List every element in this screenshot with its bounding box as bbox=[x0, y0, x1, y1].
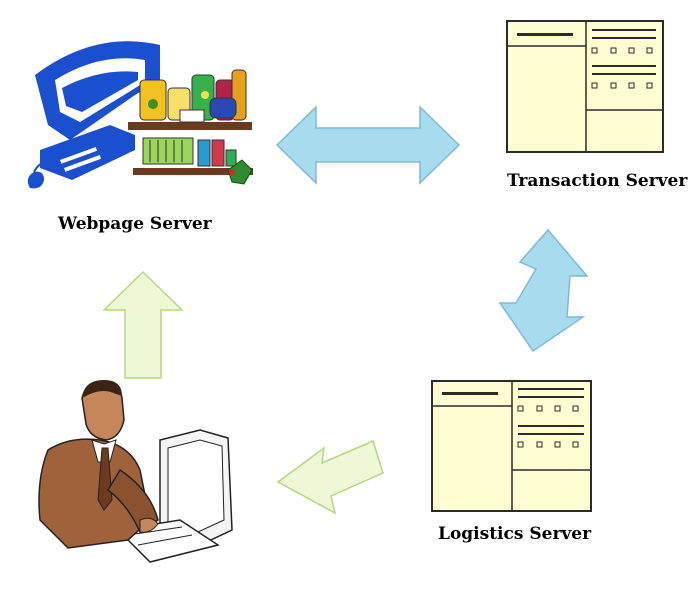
arrow-logistics-user bbox=[276, 439, 384, 515]
transaction-server-window-icon bbox=[506, 20, 664, 153]
arrow-webpage-transaction bbox=[275, 105, 461, 185]
logistics-server-window-icon bbox=[431, 380, 592, 512]
webpage-server-label: Webpage Server bbox=[58, 214, 212, 234]
transaction-server-label: Transaction Server bbox=[507, 171, 688, 191]
arrow-user-webpage bbox=[102, 270, 184, 379]
person-at-computer-icon bbox=[38, 380, 233, 563]
logistics-server-label: Logistics Server bbox=[438, 524, 592, 544]
webpage-server-clipart-icon bbox=[27, 41, 253, 189]
arrow-transaction-logistics bbox=[498, 228, 589, 353]
